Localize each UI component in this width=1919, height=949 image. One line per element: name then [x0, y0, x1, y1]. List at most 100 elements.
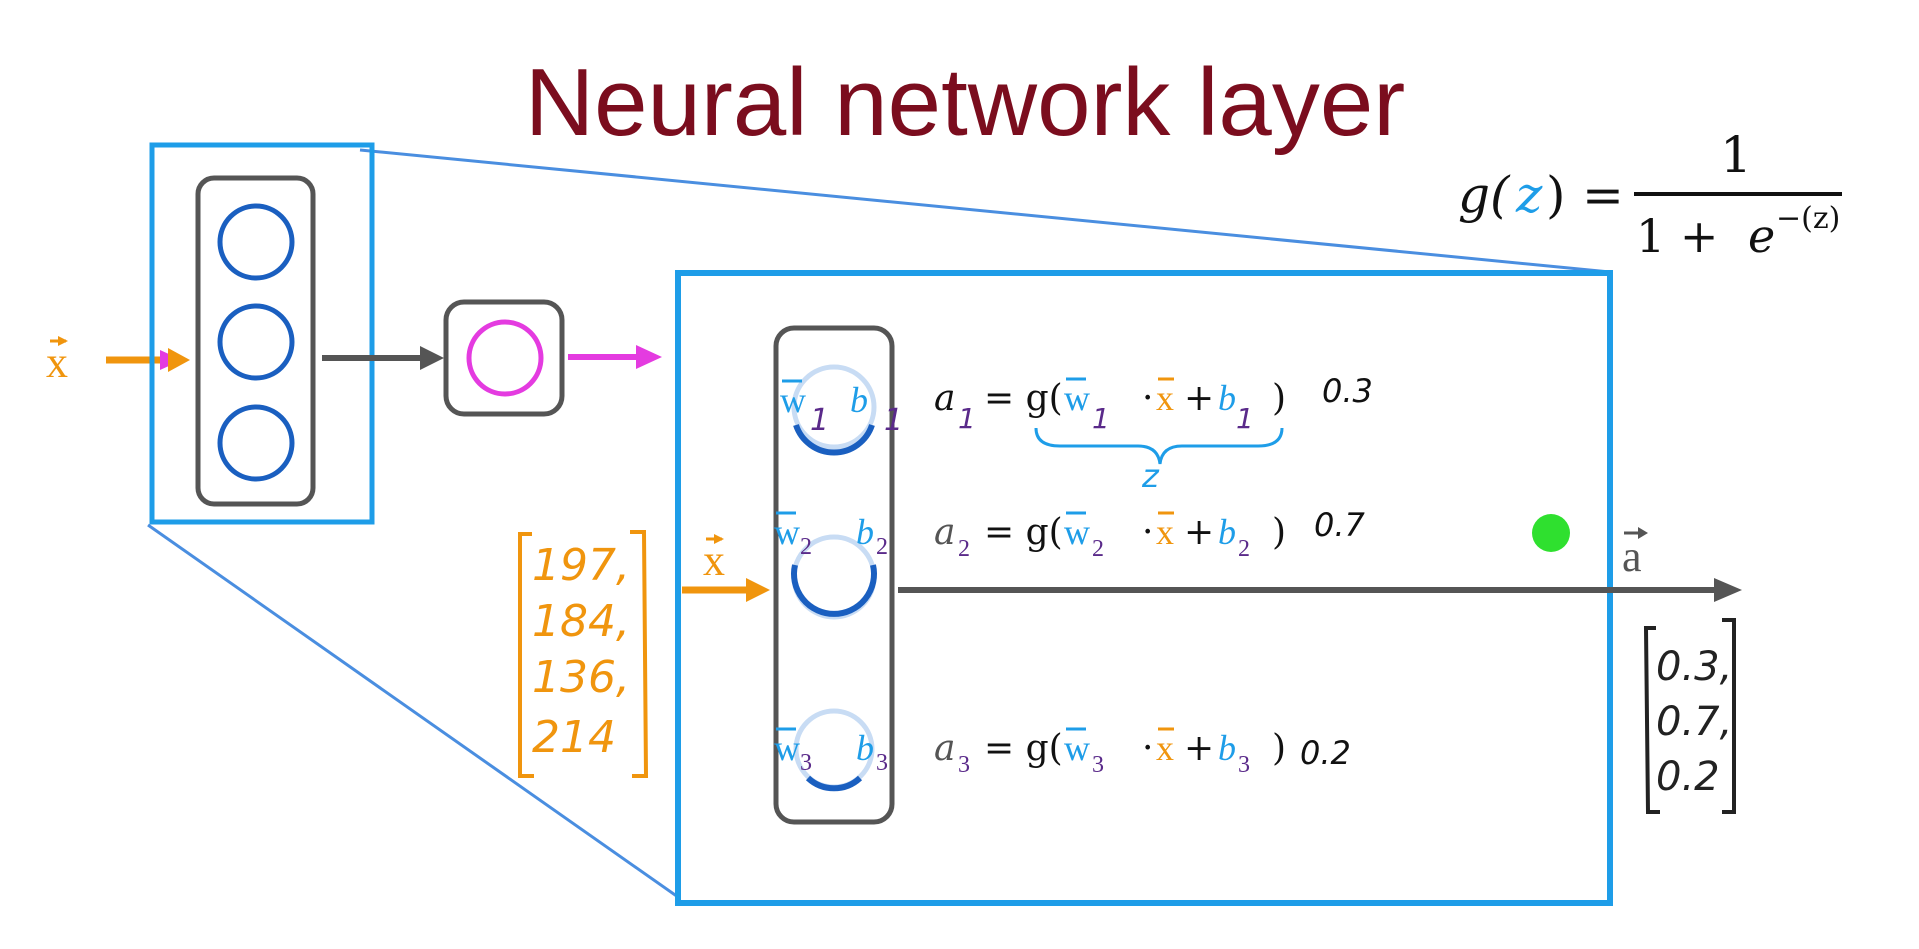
unit-3-activation: 0.2: [1300, 734, 1351, 772]
zoomed-layer-box: [773, 325, 895, 825]
output-vector-value-3: 0.2: [1656, 754, 1720, 800]
zoomed-input-label: x: [703, 536, 725, 585]
unit-2-w-index: 2: [800, 534, 812, 560]
unit-2-w: w: [774, 512, 800, 552]
output-vector-right-bracket: [1722, 618, 1736, 814]
unit-2-eq: = g(: [984, 512, 1063, 553]
unit-1-eq-x: x: [1156, 378, 1174, 418]
overview-input-arrowhead: [168, 348, 190, 372]
sigmoid-lhs-close: ): [1546, 166, 1566, 224]
overview-neuron-3: [217, 404, 295, 482]
unit-1-eq-b: b: [1218, 378, 1236, 418]
unit-3-w: w: [774, 728, 800, 768]
input-vector: 197, 184, 136, 214: [518, 530, 649, 778]
output-vector-arrowhead: [1638, 527, 1648, 539]
unit-3-a-index: 3: [958, 752, 970, 778]
unit-1-eq-w: w: [1064, 378, 1090, 418]
unit-3-eq-b: b: [1218, 728, 1236, 768]
sigmoid-numerator: 1: [1720, 126, 1752, 184]
unit-1-brace: [1034, 427, 1284, 465]
unit-1-close: ): [1272, 378, 1286, 419]
unit-2-eq-b-index: 2: [1238, 536, 1250, 562]
unit-2-activation: 0.7: [1314, 506, 1366, 544]
zoom-line-top: [359, 148, 1611, 274]
unit-1-a: a: [934, 378, 955, 419]
unit-1-a-index: 1: [958, 402, 976, 435]
zoomed-input-arrowhead: [746, 578, 770, 602]
unit-2-dot: ·: [1142, 512, 1153, 553]
sigmoid-equals: =: [1582, 166, 1624, 224]
zoom-line-bottom: [147, 523, 679, 899]
sigmoid-e: e: [1748, 209, 1775, 263]
unit-1-plus: +: [1184, 378, 1214, 419]
overview-output-neuron: [466, 319, 544, 397]
unit-3-eq-w: w: [1064, 728, 1090, 768]
unit-1-b-index: 1: [884, 403, 903, 438]
overview-layer-highlight: [149, 142, 375, 525]
output-vector-value-1: 0.3,: [1656, 644, 1732, 690]
unit-1: w 1 b 1 a 1 = g( w 1 · x + b 1 ) 0.3 z: [780, 372, 1373, 495]
unit-1-brace-label: z: [1141, 457, 1160, 495]
sigmoid-exponent: −(z): [1776, 201, 1840, 236]
input-vector-value-3: 136,: [532, 652, 630, 703]
zoomed-neuron-1: [793, 423, 875, 456]
unit-2: w 2 b 2 a 2 = g( w 2 · x + b 2 ) 0.7: [774, 506, 1366, 562]
unit-1-b: b: [850, 380, 868, 420]
input-vector-value-2: 184,: [532, 596, 630, 647]
unit-2-a: a: [934, 512, 955, 553]
unit-1-w: w: [780, 380, 806, 420]
unit-3-eq-w-index: 3: [1092, 752, 1104, 778]
page-title: Neural network layer: [525, 49, 1405, 156]
input-vector-value-1: 197,: [532, 540, 630, 591]
unit-2-eq-w: w: [1064, 512, 1090, 552]
unit-1-w-index: 1: [810, 403, 829, 438]
sigmoid-denominator-prefix: 1 +: [1636, 209, 1718, 263]
unit-1-eq-b-index: 1: [1236, 402, 1254, 435]
unit-1-activation: 0.3: [1322, 372, 1373, 410]
unit-2-plus: +: [1184, 512, 1214, 553]
input-vector-left-bracket: [518, 532, 534, 778]
unit-1-dot: ·: [1142, 378, 1153, 419]
unit-3-close: ): [1272, 728, 1286, 769]
unit-2-b-index: 2: [876, 534, 888, 560]
unit-1-eq: = g(: [984, 378, 1063, 419]
zoomed-neuron-1-ghost: [791, 364, 877, 450]
unit-2-b: b: [856, 512, 874, 552]
unit-3-eq-x: x: [1156, 728, 1174, 768]
unit-3-dot: ·: [1142, 728, 1153, 769]
unit-2-close: ): [1272, 512, 1286, 553]
zoomed-neuron-2: [791, 564, 877, 617]
unit-3-eq-b-index: 3: [1238, 752, 1250, 778]
overview-output-arrowhead: [636, 345, 662, 369]
unit-3-w-index: 3: [800, 750, 812, 776]
unit-3-plus: +: [1184, 728, 1214, 769]
overview-output-box: [443, 299, 565, 417]
unit-3-b-index: 3: [876, 750, 888, 776]
sigmoid-lhs: g(: [1458, 166, 1511, 224]
overview-neuron-1: [217, 203, 295, 281]
overview-input-label: x: [46, 338, 68, 387]
overview-neuron-2: [217, 303, 295, 381]
input-vector-right-bracket: [630, 530, 649, 778]
output-arrowhead: [1714, 578, 1742, 602]
output-vector: 0.3, 0.7, 0.2: [1643, 618, 1736, 814]
unit-1-eq-w-index: 1: [1092, 402, 1110, 435]
overview-layer-box: [195, 175, 316, 507]
sigmoid-var: z: [1515, 166, 1543, 224]
unit-2-eq-x: x: [1156, 512, 1174, 552]
unit-3: w 3 b 3 a 3 = g( w 3 · x + b 3 ) 0.2: [774, 727, 1351, 778]
sigmoid-formula: g( z ) = 1 1 + e −(z): [1458, 126, 1842, 263]
unit-2-eq-b: b: [1218, 512, 1236, 552]
output-vector-value-2: 0.7,: [1656, 699, 1732, 745]
unit-2-eq-w-index: 2: [1092, 536, 1104, 562]
zoomed-neuron-3: [805, 775, 863, 792]
overview-mid-arrowhead: [420, 346, 444, 370]
unit-2-a-index: 2: [958, 536, 970, 562]
unit-3-b: b: [856, 728, 874, 768]
input-vector-value-4: 214: [532, 712, 616, 763]
unit-3-eq: = g(: [984, 728, 1063, 769]
output-label: a: [1622, 532, 1642, 581]
pointer-dot: [1532, 514, 1570, 552]
